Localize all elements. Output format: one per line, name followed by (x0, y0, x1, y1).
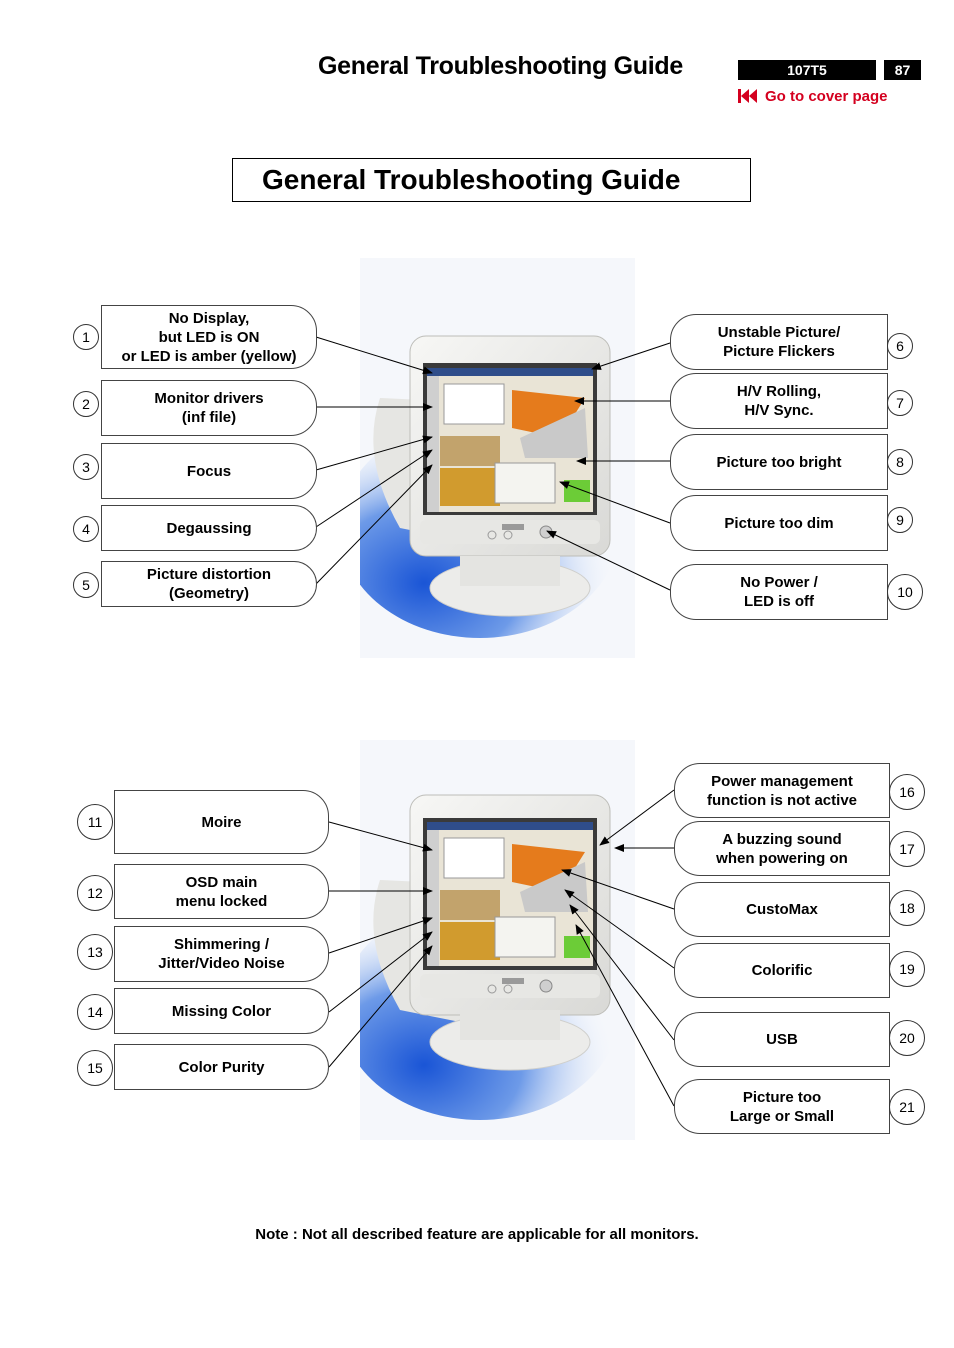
item-number-21: 21 (889, 1089, 925, 1125)
callout-label: Picture too Large or Small (729, 1088, 835, 1125)
callout-label: CustoMax (746, 901, 818, 918)
callout-missing-color[interactable]: Missing Color (114, 988, 329, 1034)
callout-color-purity[interactable]: Color Purity (114, 1044, 329, 1090)
callout-label: Power management function is not active (706, 772, 857, 809)
callout-label: Colorific (751, 962, 813, 979)
callout-colorific[interactable]: Colorific (674, 943, 890, 998)
callout-label: Monitor drivers (inf file) (154, 390, 264, 426)
item-number-9: 9 (887, 507, 913, 533)
callout-label: Picture too bright (716, 453, 842, 471)
item-number-10: 10 (887, 574, 923, 610)
item-number-12: 12 (77, 875, 113, 911)
callout-picture-distortion[interactable]: Picture distortion (Geometry) (101, 561, 317, 607)
callout-label: A buzzing sound when powering on (716, 830, 848, 867)
item-number-8: 8 (887, 449, 913, 475)
go-to-cover-link[interactable]: Go to cover page (738, 86, 888, 106)
callout-label: Moire (201, 813, 242, 831)
model-badge: 107T5 (738, 60, 876, 80)
page-number-badge: 87 (884, 60, 921, 80)
callout-picture-size[interactable]: Picture too Large or Small (674, 1079, 890, 1134)
item-number-15: 15 (77, 1050, 113, 1086)
callout-shimmering[interactable]: Shimmering / Jitter/Video Noise (114, 926, 329, 982)
callout-label: Focus (186, 462, 232, 480)
item-number-18: 18 (889, 890, 925, 926)
go-to-cover-label: Go to cover page (765, 87, 888, 105)
item-number-19: 19 (889, 951, 925, 987)
item-number-1: 1 (73, 324, 99, 350)
item-number-5: 5 (73, 572, 99, 598)
callout-label: USB (766, 1031, 798, 1048)
callout-label: OSD main menu locked (175, 873, 268, 910)
item-number-11: 11 (77, 804, 113, 840)
callout-picture-too-bright[interactable]: Picture too bright (670, 434, 888, 490)
callout-label: Color Purity (178, 1058, 265, 1076)
item-number-2: 2 (73, 391, 99, 417)
callout-label: No Power / LED is off (740, 574, 818, 610)
item-number-3: 3 (73, 454, 99, 480)
callout-degaussing[interactable]: Degaussing (101, 505, 317, 551)
item-number-14: 14 (77, 994, 113, 1030)
callout-label: Missing Color (171, 1002, 272, 1020)
item-number-16: 16 (889, 774, 925, 810)
callout-osd-menu-locked[interactable]: OSD main menu locked (114, 864, 329, 919)
header-title: General Troubleshooting Guide (318, 52, 683, 80)
main-title-box: General Troubleshooting Guide (232, 158, 751, 202)
callout-hv-rolling[interactable]: H/V Rolling, H/V Sync. (670, 373, 888, 429)
callout-moire[interactable]: Moire (114, 790, 329, 854)
callout-label: Picture distortion (Geometry) (146, 566, 272, 602)
main-title: General Troubleshooting Guide (262, 164, 681, 195)
item-number-7: 7 (887, 390, 913, 416)
monitor-illustration-top (360, 258, 635, 658)
callout-usb[interactable]: USB (674, 1012, 890, 1067)
callout-focus[interactable]: Focus (101, 443, 317, 499)
callout-label: H/V Rolling, H/V Sync. (736, 383, 822, 419)
item-number-20: 20 (889, 1020, 925, 1056)
callout-label: Shimmering / Jitter/Video Noise (158, 936, 285, 972)
callout-power-management[interactable]: Power management function is not active (674, 763, 890, 818)
skip-back-icon (738, 89, 757, 103)
item-number-17: 17 (889, 831, 925, 867)
callout-no-display[interactable]: No Display, but LED is ON or LED is ambe… (101, 305, 317, 369)
monitor-illustration-bottom (360, 740, 635, 1140)
callout-unstable-picture[interactable]: Unstable Picture/ Picture Flickers (670, 314, 888, 370)
callout-customax[interactable]: CustoMax (674, 882, 890, 937)
callout-buzzing-sound[interactable]: A buzzing sound when powering on (674, 821, 890, 876)
footnote: Note : Not all described feature are app… (255, 1226, 699, 1243)
callout-label: Unstable Picture/ Picture Flickers (717, 324, 841, 360)
item-number-4: 4 (73, 516, 99, 542)
callout-picture-too-dim[interactable]: Picture too dim (670, 495, 888, 551)
callout-label: Picture too dim (724, 514, 834, 532)
callout-label: Degaussing (166, 519, 252, 537)
callout-label: No Display, but LED is ON or LED is ambe… (121, 309, 297, 365)
item-number-6: 6 (887, 333, 913, 359)
callout-no-power[interactable]: No Power / LED is off (670, 564, 888, 620)
callout-monitor-drivers[interactable]: Monitor drivers (inf file) (101, 380, 317, 436)
item-number-13: 13 (77, 934, 113, 970)
